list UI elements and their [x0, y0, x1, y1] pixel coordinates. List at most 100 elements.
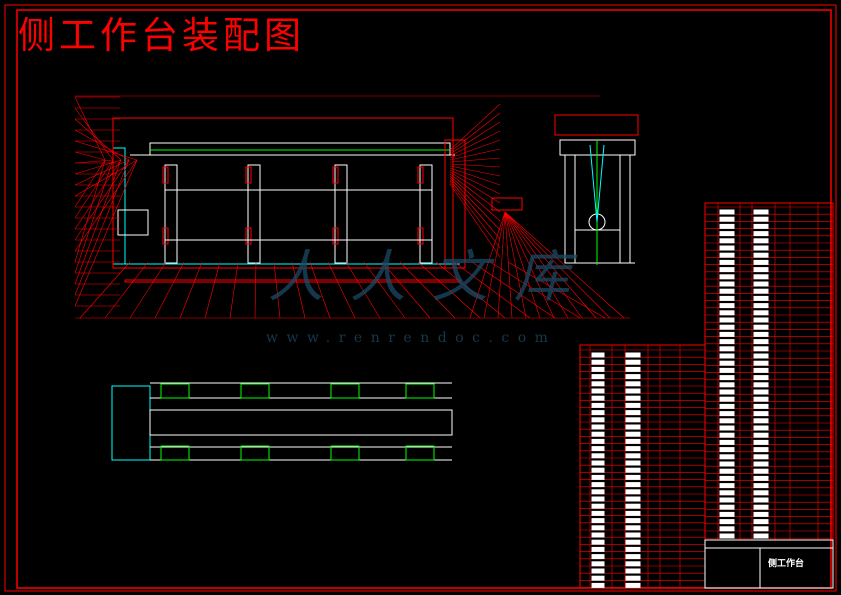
plan-bearing [160, 445, 190, 461]
bom-cell-text [719, 324, 735, 330]
leader-line [449, 175, 501, 222]
leader-line [449, 148, 501, 161]
leader-line [74, 159, 106, 263]
leader-line [399, 261, 456, 319]
leader-line [449, 157, 501, 163]
leader-line [483, 211, 506, 319]
inner-border [16, 9, 832, 589]
leader-line [507, 261, 606, 319]
bom-cell-text [753, 223, 769, 229]
leader-line [74, 151, 106, 161]
plan-bearing [160, 383, 190, 399]
column-mark [332, 227, 339, 245]
leader-line [449, 171, 501, 204]
bom-cell-text [753, 461, 769, 467]
bom-cell-text [753, 360, 769, 366]
bom-cell-text [625, 561, 641, 567]
leader-line [469, 211, 506, 319]
leader-line [74, 129, 130, 161]
title-block-part-name: 侧工作台 [768, 559, 805, 569]
leader-line [363, 261, 406, 319]
bom-cell-text [753, 281, 769, 287]
bom-cell-text [591, 366, 605, 372]
bom-cell-text [719, 367, 735, 373]
bom-cell-text [591, 568, 605, 574]
bom-cell-text [719, 259, 735, 265]
leader-line [74, 140, 138, 161]
plan-bearing [405, 445, 435, 461]
bom-cell-text [753, 411, 769, 417]
bom-cell-text [719, 382, 735, 388]
bom-cell-text [625, 467, 641, 473]
bom-cell-text [625, 410, 641, 416]
bom-cell-text [753, 483, 769, 489]
leader-line [74, 159, 130, 186]
watermark-url: www.renrendoc.com [266, 330, 557, 346]
leader-line [273, 261, 281, 319]
leader-line [74, 118, 122, 161]
bom-cell-text [591, 388, 605, 394]
bom-cell-text [719, 267, 735, 273]
bom-cell-text [753, 259, 769, 265]
bom-cell-text [625, 374, 641, 380]
bom-cell-text [719, 346, 735, 352]
bom-cell-text [753, 475, 769, 481]
bom-cell-text [625, 453, 641, 459]
leader-line [345, 261, 381, 319]
bom-cell-text [753, 389, 769, 395]
leader-line [74, 159, 130, 241]
leader-line [74, 159, 114, 164]
bom-cell-text [719, 331, 735, 337]
bom-cell-text [753, 533, 769, 539]
leader-line [74, 159, 138, 307]
bom-cell-text [591, 582, 605, 588]
bom-cell-text [625, 352, 641, 358]
bom-cell-text [753, 288, 769, 294]
bom-cell-text [719, 231, 735, 237]
bom-cell-text [753, 310, 769, 316]
leader-line [74, 159, 114, 219]
bom-cell-text [719, 454, 735, 460]
bom-cell-text [719, 461, 735, 467]
bom-cell-text [625, 525, 641, 531]
bom-cell-text [591, 374, 605, 380]
bom-cell-text [591, 474, 605, 480]
bom-cell-text [719, 504, 735, 510]
bom-cell-text [753, 526, 769, 532]
side-column [619, 154, 631, 264]
bom-cell-text [625, 474, 641, 480]
bom-cell-text [719, 274, 735, 280]
bom-cell-text [719, 411, 735, 417]
leader-line [489, 261, 581, 319]
bom-cell-text [591, 424, 605, 430]
parts-list-table [579, 202, 834, 589]
bom-cell-text [753, 238, 769, 244]
bom-cell-text [625, 431, 641, 437]
bom-cell-text [753, 504, 769, 510]
leader-line [74, 159, 106, 208]
plan-drive-box [111, 385, 151, 461]
bom-cell-text [625, 518, 641, 524]
bom-cell-text [753, 447, 769, 453]
drawing-title: 侧工作台装配图 [18, 14, 305, 57]
bom-cell-text [591, 446, 605, 452]
bom-cell-text [591, 489, 605, 495]
bom-cell-text [625, 446, 641, 452]
dimension-box-right [444, 139, 466, 269]
bom-cell-text [591, 539, 605, 545]
bom-cell-text [753, 295, 769, 301]
leader-line [74, 159, 114, 274]
bom-cell-text [753, 511, 769, 517]
leader-line [449, 169, 501, 195]
bom-cell-text [719, 519, 735, 525]
leader-line [179, 261, 203, 319]
leader-line [504, 211, 611, 319]
bom-cell-text [719, 432, 735, 438]
leader-line [309, 261, 331, 319]
leader-line [74, 107, 114, 161]
leader-line [449, 179, 501, 240]
bom-cell-text [591, 417, 605, 423]
leader-line [104, 261, 149, 319]
bom-cell-text [719, 447, 735, 453]
bom-cell-text [753, 353, 769, 359]
